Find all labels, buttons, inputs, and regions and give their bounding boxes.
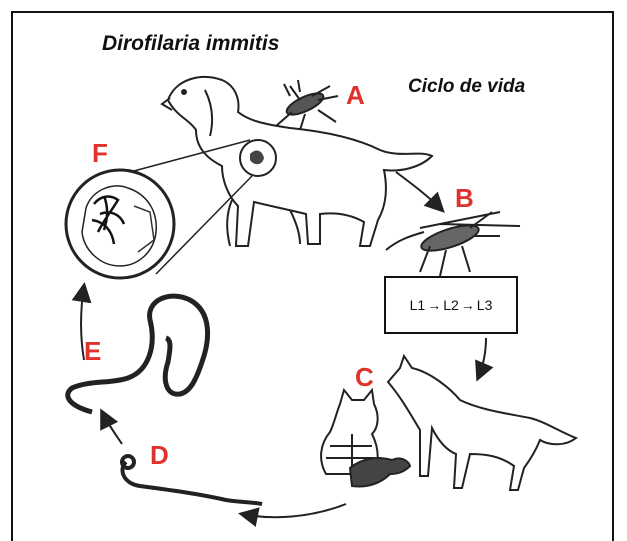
label-c: C — [355, 362, 374, 393]
label-a: A — [346, 80, 365, 111]
stage-arrow-2: → — [461, 297, 475, 313]
arrow-d-to-e — [102, 412, 122, 444]
stage-l3: L3 — [477, 297, 493, 313]
larval-stages-box: L1 → L2 → L3 — [384, 276, 518, 334]
label-e: E — [84, 336, 101, 367]
label-f: F — [92, 138, 108, 169]
diagram-title: Dirofilaria immitis — [102, 32, 279, 56]
fox-figure — [388, 356, 576, 490]
arrow-b-to-c — [478, 338, 486, 378]
stage-l2: L2 — [443, 297, 459, 313]
stage-arrow-1: → — [427, 297, 441, 313]
diagram-subtitle: Ciclo de vida — [408, 76, 525, 98]
mosquito-feeding-figure — [276, 80, 338, 130]
label-b: B — [455, 183, 474, 214]
ferret-figure — [350, 458, 410, 486]
arrow-a-to-b — [396, 172, 442, 210]
label-d: D — [150, 440, 169, 471]
mosquito-figure — [386, 212, 520, 276]
stage-l1: L1 — [410, 297, 426, 313]
worm-small-figure — [122, 456, 262, 504]
arrow-c-to-d — [242, 504, 346, 517]
